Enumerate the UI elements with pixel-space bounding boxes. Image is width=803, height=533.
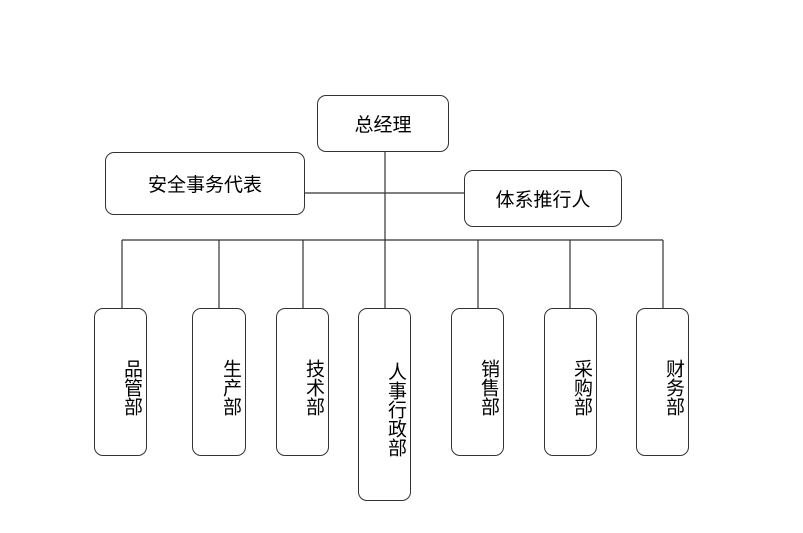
safety-representative-box: 安全事务代表 (105, 152, 305, 215)
system-promoter-box: 体系推行人 (464, 170, 622, 227)
department-sales-label: 销售部 (478, 358, 500, 416)
department-hr-admin-box: 人事行政部 (358, 308, 411, 501)
department-technology-label: 技术部 (303, 358, 325, 416)
system-promoter-label: 体系推行人 (495, 189, 591, 211)
safety-representative-label: 安全事务代表 (147, 174, 262, 196)
department-purchasing-box: 采购部 (544, 308, 597, 456)
department-production-box: 生产部 (192, 308, 246, 456)
department-finance-label: 财务部 (663, 358, 685, 416)
department-sales-box: 销售部 (451, 308, 504, 456)
department-quality-box: 品管部 (94, 308, 147, 456)
department-quality-label: 品管部 (121, 358, 143, 416)
department-hr-admin-label: 人事行政部 (385, 362, 407, 457)
department-finance-box: 财务部 (636, 308, 689, 456)
department-production-label: 生产部 (220, 358, 242, 416)
department-purchasing-label: 采购部 (571, 358, 593, 416)
general-manager-label: 总经理 (354, 114, 412, 136)
general-manager-box: 总经理 (317, 95, 449, 152)
department-technology-box: 技术部 (276, 308, 329, 456)
